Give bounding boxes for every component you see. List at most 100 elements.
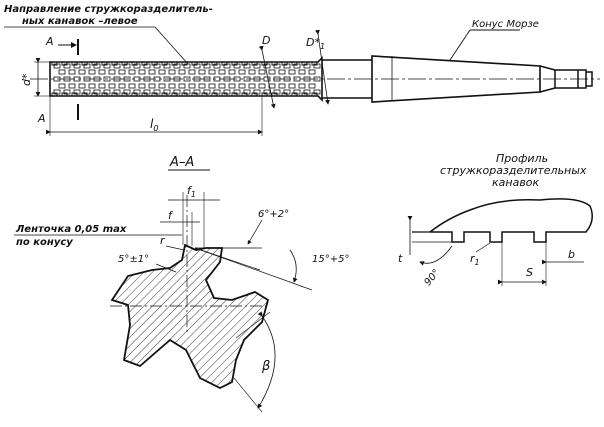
groove-notch: [293, 76, 301, 82]
edge-serration: [111, 62, 118, 66]
dim-d-star: d*: [20, 73, 33, 86]
edge-serration: [161, 62, 168, 66]
edge-serration: [81, 62, 88, 66]
dim-l0: l0: [150, 117, 158, 133]
edge-serration: [141, 92, 148, 96]
angle-6-leader: [247, 219, 263, 245]
groove-notch: [143, 76, 151, 82]
groove-notch: [128, 83, 136, 89]
groove-notch: [188, 83, 196, 89]
edge-serration: [211, 62, 218, 66]
r1-leader: [475, 242, 491, 253]
edge-serration: [111, 92, 118, 96]
edge-serration: [221, 92, 228, 96]
groove-notch: [103, 76, 111, 82]
taper-leader-diag: [449, 29, 471, 61]
groove-notch: [193, 76, 201, 82]
groove-notch: [218, 69, 226, 75]
groove-notch: [258, 69, 266, 75]
edge-serration: [291, 92, 298, 96]
rake-line-3: [194, 247, 313, 291]
groove-notch: [163, 76, 171, 82]
groove-notch: [298, 69, 306, 75]
groove-notch: [283, 76, 291, 82]
section-a-a: А–А f1 f Ленточка 0,05 max по конусу r 5…: [14, 155, 349, 413]
flute-note-leader: [154, 26, 189, 65]
angle-beta: β: [261, 359, 270, 374]
groove-notch: [278, 69, 286, 75]
groove-notch: [243, 76, 251, 82]
groove-notch: [248, 69, 256, 75]
groove-notch: [223, 76, 231, 82]
edge-serration: [281, 92, 288, 96]
groove-notch: [308, 83, 316, 89]
profile-title-line2: стружкоразделительных: [440, 164, 587, 177]
groove-notch: [98, 83, 106, 89]
groove-notch: [278, 83, 286, 89]
edge-serration: [121, 62, 128, 66]
flute-note-line2: ных канавок –левое: [22, 16, 138, 27]
groove-notch: [63, 76, 71, 82]
edge-serration: [251, 92, 258, 96]
edge-serration: [231, 62, 238, 66]
groove-notch: [168, 83, 176, 89]
groove-profile: Профиль стружкоразделительных канавок t …: [398, 152, 593, 288]
groove-notch: [168, 69, 176, 75]
edge-serration: [51, 62, 58, 66]
groove-notch: [238, 69, 246, 75]
dim-D: D: [262, 34, 270, 47]
groove-notch: [58, 83, 66, 89]
edge-serration: [171, 92, 178, 96]
groove-notch: [208, 83, 216, 89]
reamer-side-view: Конус Морзе Направление стружкоразделите…: [4, 4, 600, 136]
groove-notch: [138, 69, 146, 75]
edge-serration: [131, 92, 138, 96]
section-mark-top: А: [45, 35, 54, 48]
edge-serration: [221, 62, 228, 66]
groove-notch: [248, 83, 256, 89]
edge-serration: [181, 62, 188, 66]
edge-serration: [101, 92, 108, 96]
groove-notch: [213, 76, 221, 82]
groove-notch: [148, 69, 156, 75]
edge-serration: [91, 62, 98, 66]
edge-serration: [151, 62, 158, 66]
angle-5-label: 5°±1°: [118, 254, 149, 265]
groove-notch: [308, 69, 316, 75]
edge-serration: [121, 92, 128, 96]
cross-section-body: [110, 243, 270, 390]
profile-title-line3: канавок: [492, 176, 540, 189]
groove-notch: [218, 83, 226, 89]
groove-notch: [258, 83, 266, 89]
edge-serration: [181, 92, 188, 96]
edge-serration: [241, 92, 248, 96]
groove-notch: [288, 69, 296, 75]
groove-notch: [118, 69, 126, 75]
groove-notch: [68, 69, 76, 75]
groove-notch: [118, 83, 126, 89]
groove-notch: [108, 69, 116, 75]
beta-ext-2: [233, 377, 263, 413]
groove-notch: [268, 69, 276, 75]
edge-serration: [201, 62, 208, 66]
edge-serration: [81, 92, 88, 96]
edge-serration: [241, 62, 248, 66]
dim-S: S: [526, 266, 533, 279]
groove-notch: [298, 83, 306, 89]
beta-ext-1: [235, 311, 271, 339]
edge-serration: [191, 62, 198, 66]
edge-serration: [291, 62, 298, 66]
groove-notch: [93, 76, 101, 82]
groove-notch: [128, 69, 136, 75]
groove-notch: [198, 69, 206, 75]
groove-notch: [98, 69, 106, 75]
groove-notch: [208, 69, 216, 75]
D1-dim-line: [315, 29, 330, 105]
groove-notch: [153, 76, 161, 82]
edge-serration: [301, 92, 308, 96]
r-leader: [165, 245, 185, 251]
angle-6-label: 6°+2°: [258, 209, 289, 220]
groove-notch: [233, 76, 241, 82]
groove-notch: [123, 76, 131, 82]
